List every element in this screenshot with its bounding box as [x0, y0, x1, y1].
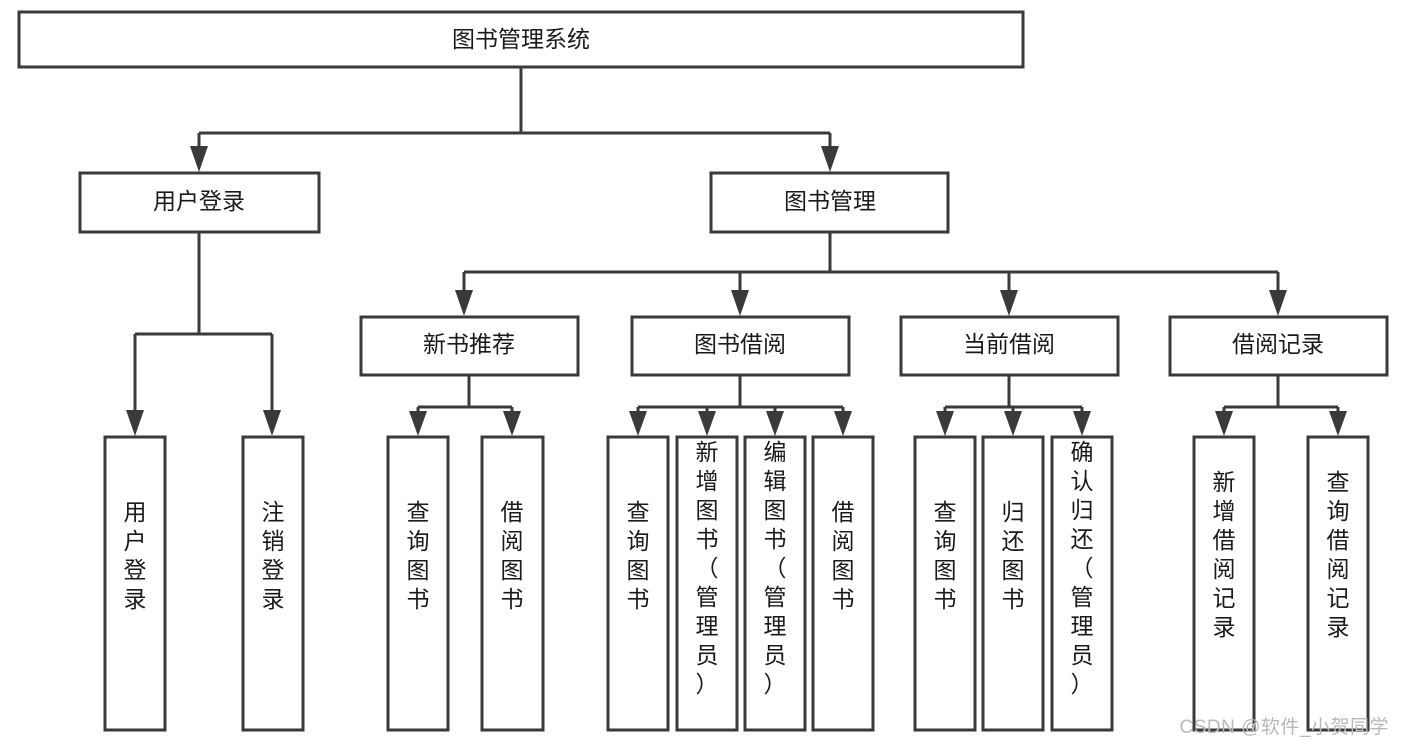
node-leaf-user-login-box[interactable] — [103, 435, 167, 732]
node-leaf-add-book[interactable]: 新增图书（管理员） — [675, 435, 739, 732]
arrow-to-leaf-edit-book — [766, 411, 784, 436]
node-user-login-label: 用户登录 — [153, 188, 245, 214]
node-root-label: 图书管理系统 — [452, 26, 590, 52]
node-book-borrow-label: 图书借阅 — [694, 331, 786, 357]
node-leaf-borrow-book-2-box[interactable] — [811, 435, 875, 732]
arrow-to-book-manage — [821, 146, 839, 172]
node-leaf-query-book-1-box[interactable] — [386, 435, 450, 732]
node-leaf-borrow-book-1-label: 借阅图书 — [501, 499, 524, 612]
node-leaf-return-book-box[interactable] — [981, 435, 1045, 732]
arrow-to-leaf-add-book — [698, 411, 716, 436]
node-leaf-add-record[interactable]: 新增借阅记录 — [1192, 435, 1256, 732]
node-user-login-box[interactable] — [78, 171, 321, 234]
node-new-book-recommend-label: 新书推荐 — [423, 331, 515, 357]
arrow-to-leaf-user-login — [126, 410, 144, 436]
connector-group-root-to-level2 — [190, 67, 839, 172]
node-leaf-borrow-book-1-box[interactable] — [480, 435, 545, 732]
arrow-to-leaf-borrow-book-2 — [834, 411, 852, 436]
node-leaf-query-record[interactable]: 查询借阅记录 — [1306, 435, 1370, 732]
node-leaf-query-book-2-label: 查询图书 — [627, 499, 650, 612]
node-root-box[interactable] — [17, 10, 1025, 69]
node-leaf-query-book-3-label: 查询图书 — [934, 499, 957, 612]
node-book-borrow-box[interactable] — [630, 315, 851, 377]
arrow-to-leaf-query-book-2 — [629, 411, 647, 436]
connector-group-borrow-record-to-leaves — [1215, 375, 1347, 436]
node-leaf-user-logout-box[interactable] — [241, 435, 305, 732]
node-leaf-confirm-return-box[interactable] — [1050, 435, 1114, 732]
arrow-to-book-borrow — [731, 290, 749, 316]
arrow-to-leaf-return-book — [1004, 411, 1022, 436]
node-leaf-borrow-book-2[interactable]: 借阅图书 — [811, 435, 875, 732]
connector-group-user-login-to-leaves — [126, 232, 281, 436]
node-leaf-user-logout[interactable]: 注销登录 — [241, 435, 305, 732]
node-borrow-record-box[interactable] — [1168, 315, 1389, 377]
node-leaf-edit-book-box[interactable] — [743, 435, 807, 732]
arrow-to-leaf-query-book-1 — [409, 411, 427, 436]
node-leaf-borrow-book-1[interactable]: 借阅图书 — [480, 435, 545, 732]
node-user-login[interactable]: 用户登录 — [78, 171, 321, 234]
node-leaf-add-record-box[interactable] — [1192, 435, 1256, 732]
arrow-to-leaf-add-record — [1215, 411, 1233, 436]
arrow-to-user-login — [190, 146, 208, 172]
node-leaf-borrow-book-2-label: 借阅图书 — [832, 499, 855, 612]
node-book-manage[interactable]: 图书管理 — [709, 171, 950, 234]
node-borrow-record-label: 借阅记录 — [1232, 331, 1324, 357]
node-current-borrow-box[interactable] — [899, 315, 1120, 377]
node-new-book-recommend[interactable]: 新书推荐 — [359, 315, 580, 377]
node-leaf-query-book-2-box[interactable] — [606, 435, 670, 732]
node-leaf-query-book-1-label: 查询图书 — [407, 499, 430, 612]
node-leaf-user-login-label: 用户登录 — [124, 499, 147, 612]
node-leaf-edit-book-label: 编辑图书（管理员） — [764, 439, 787, 697]
node-book-manage-label: 图书管理 — [784, 188, 876, 214]
node-current-borrow[interactable]: 当前借阅 — [899, 315, 1120, 377]
node-book-borrow[interactable]: 图书借阅 — [630, 315, 851, 377]
node-leaf-query-record-box[interactable] — [1306, 435, 1370, 732]
node-leaf-query-book-3[interactable]: 查询图书 — [913, 435, 977, 732]
node-leaf-confirm-return[interactable]: 确认归还（管理员） — [1050, 435, 1114, 732]
arrow-to-borrow-record — [1269, 290, 1287, 316]
node-leaf-query-book-1[interactable]: 查询图书 — [386, 435, 450, 732]
arrow-to-leaf-query-book-3 — [936, 411, 954, 436]
connector-group-book-manage-to-level3 — [455, 232, 1287, 316]
node-leaf-return-book-label: 归还图书 — [1002, 499, 1025, 612]
node-leaf-query-book-2[interactable]: 查询图书 — [606, 435, 670, 732]
arrow-to-leaf-user-logout — [263, 410, 281, 436]
node-leaf-user-logout-label: 注销登录 — [262, 499, 285, 612]
node-leaf-add-book-box[interactable] — [675, 435, 739, 732]
node-leaf-add-record-label: 新增借阅记录 — [1213, 469, 1236, 640]
node-leaf-user-login[interactable]: 用户登录 — [103, 435, 167, 732]
arrow-to-leaf-query-record — [1329, 411, 1347, 436]
connector-group-current-borrow-to-leaves — [936, 375, 1091, 436]
connector-group-book-borrow-to-leaves — [629, 375, 852, 436]
arrow-to-leaf-confirm-return — [1073, 411, 1091, 436]
arrow-to-current-borrow — [1000, 290, 1018, 316]
node-current-borrow-label: 当前借阅 — [963, 331, 1055, 357]
node-leaf-return-book[interactable]: 归还图书 — [981, 435, 1045, 732]
connector-group-new-book-recommend-to-leaves — [409, 375, 521, 436]
node-leaf-confirm-return-label: 确认归还（管理员） — [1071, 439, 1094, 697]
node-leaf-edit-book[interactable]: 编辑图书（管理员） — [743, 435, 807, 732]
arrow-to-leaf-borrow-book-1 — [503, 411, 521, 436]
node-leaf-add-book-label: 新增图书（管理员） — [696, 439, 719, 697]
node-root[interactable]: 图书管理系统 — [17, 10, 1025, 69]
arrow-to-new-book-recommend — [455, 290, 473, 316]
node-new-book-recommend-box[interactable] — [359, 315, 580, 377]
node-borrow-record[interactable]: 借阅记录 — [1168, 315, 1389, 377]
node-leaf-query-book-3-box[interactable] — [913, 435, 977, 732]
node-leaf-query-record-label: 查询借阅记录 — [1327, 469, 1350, 640]
node-book-manage-box[interactable] — [709, 171, 950, 234]
